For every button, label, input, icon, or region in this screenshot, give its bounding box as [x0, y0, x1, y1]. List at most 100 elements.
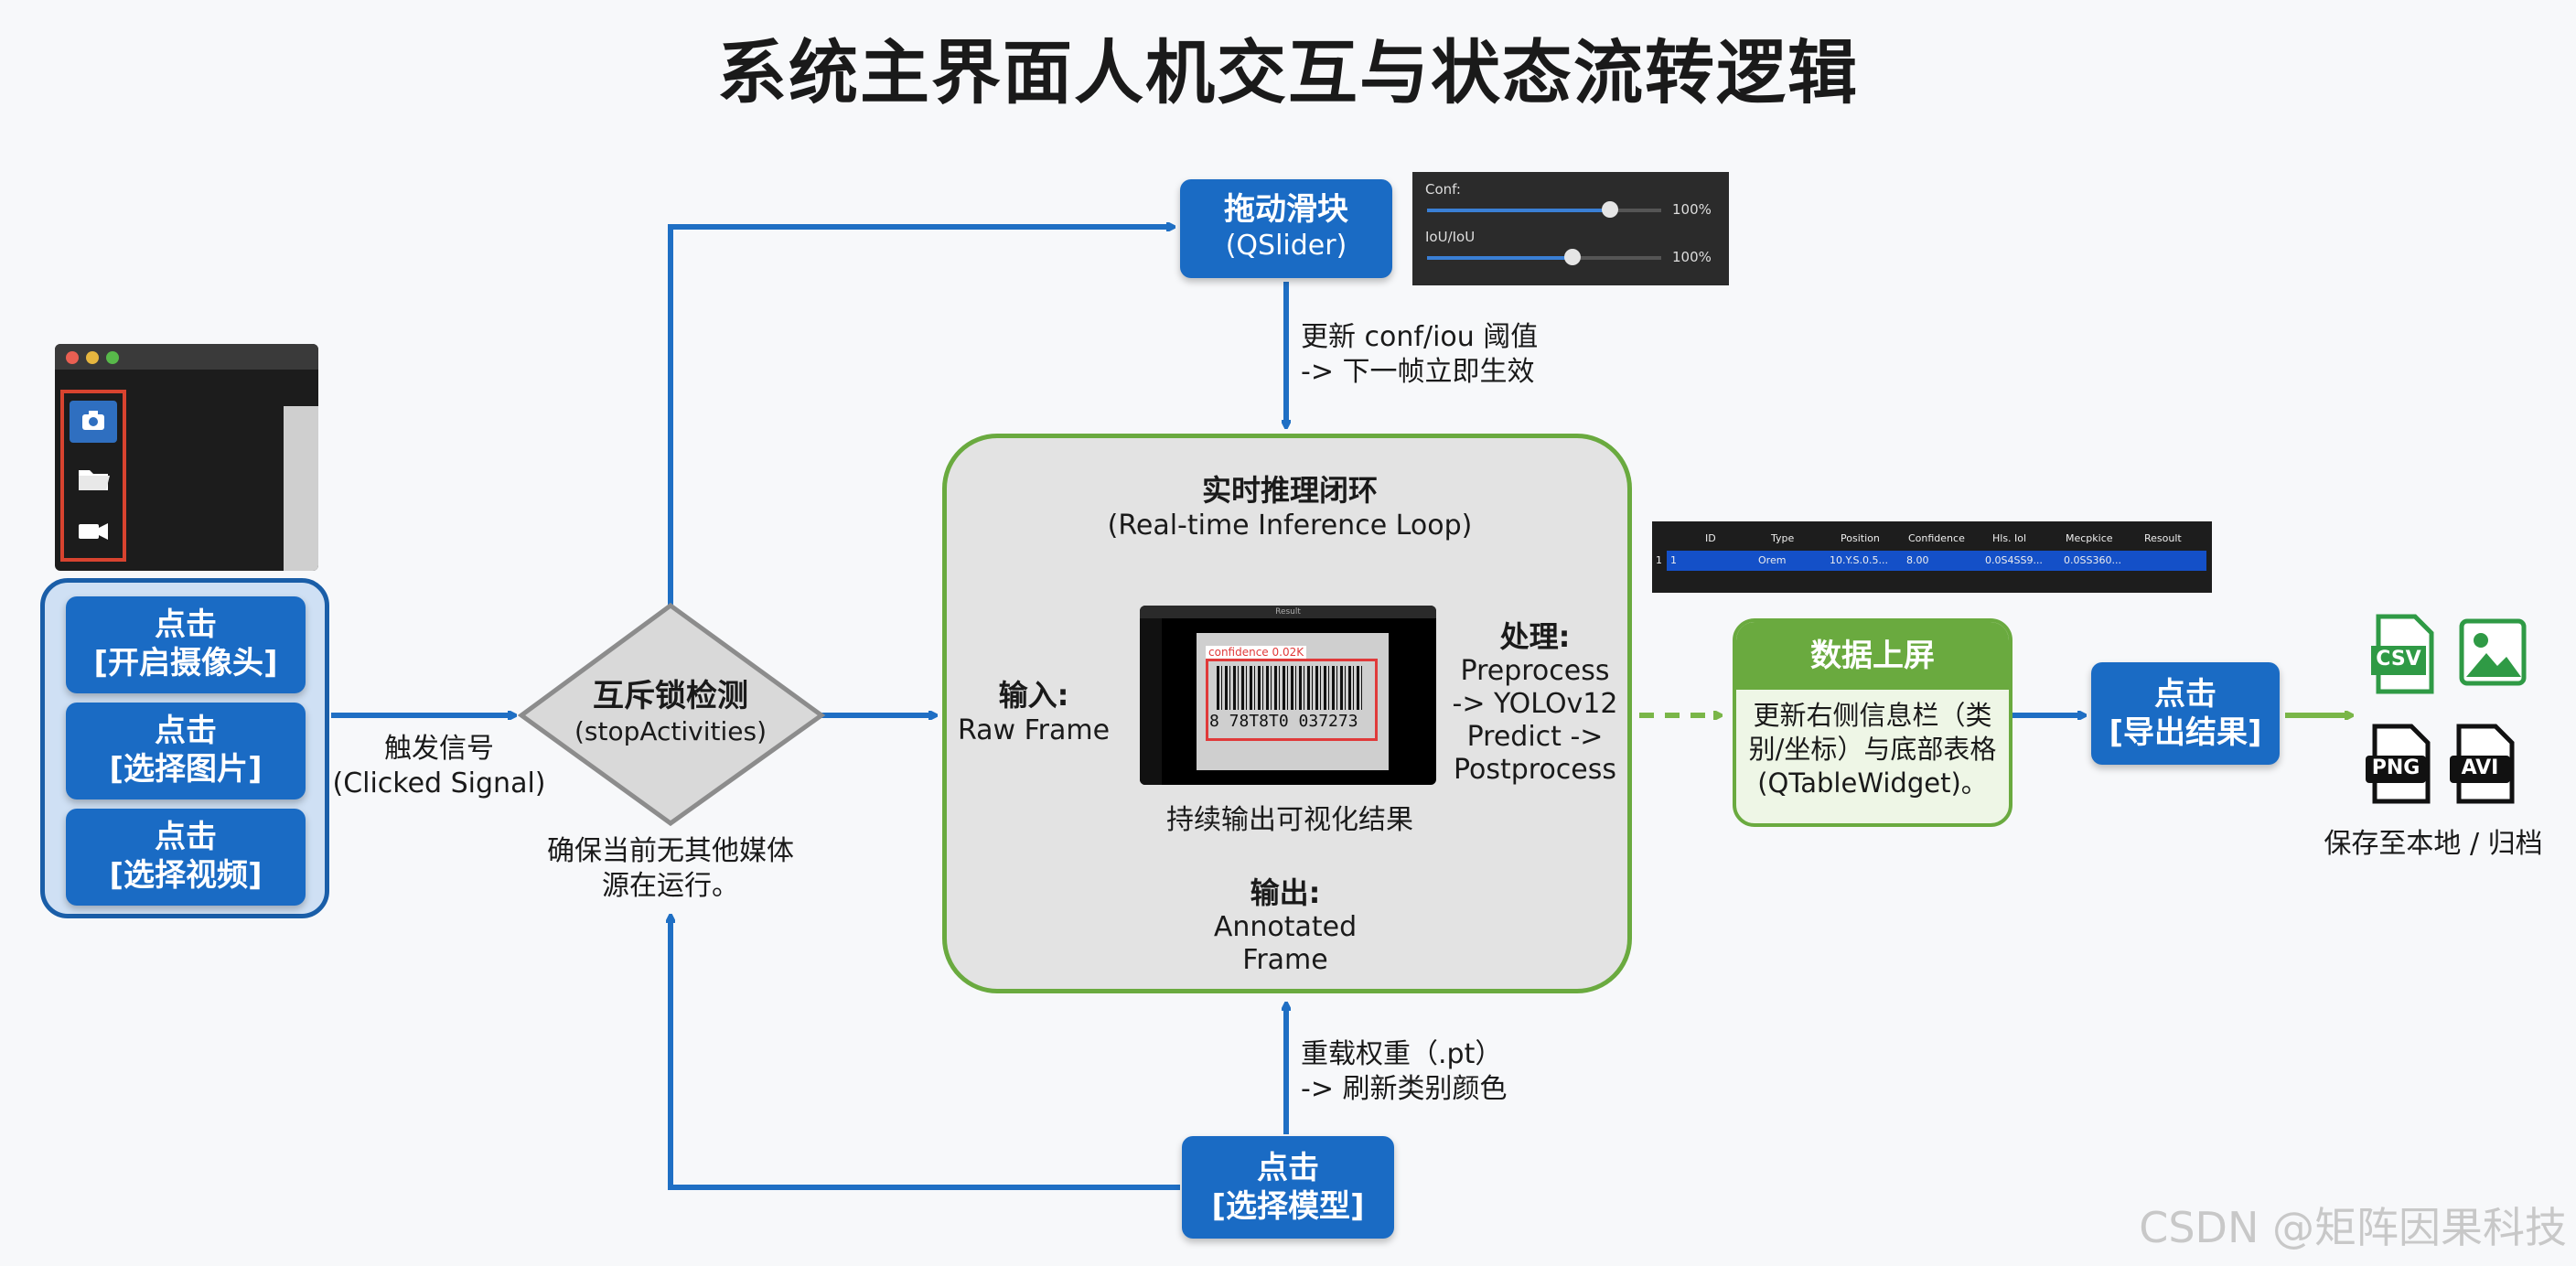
- data-display-node: 数据上屏 更新右侧信息栏（类 别/坐标）与底部表格 (QTableWidget)…: [1733, 618, 2012, 827]
- button-line: [开启摄像头]: [93, 645, 278, 681]
- data-node-body: 更新右侧信息栏（类 别/坐标）与底部表格 (QTableWidget)。: [1736, 690, 2009, 800]
- video-icon[interactable]: [70, 510, 117, 553]
- slider-node[interactable]: 拖动滑块 (QSlider): [1180, 179, 1392, 278]
- table-cell: 1: [1670, 554, 1677, 566]
- trigger-label-line: 触发信号: [384, 733, 494, 765]
- loop-sub: (Real-time Inference Loop): [1107, 510, 1473, 542]
- loop-title-block: 实时推理闭环 (Real-time Inference Loop): [1043, 472, 1537, 543]
- loop-input: 输入: Raw Frame: [951, 677, 1116, 748]
- loop-output-line: Annotated: [1213, 911, 1358, 943]
- toolbar-highlight: [60, 390, 126, 562]
- app-window-thumbnail: [55, 344, 318, 571]
- mutex-sub: (stopActivities): [574, 716, 767, 746]
- folder-icon[interactable]: [70, 457, 117, 499]
- iou-label: IoU/IoU: [1425, 229, 1476, 245]
- iou-value: 100%: [1672, 249, 1712, 265]
- table-cell: Orem: [1758, 554, 1787, 566]
- select-model-button[interactable]: 点击 [选择模型]: [1182, 1136, 1394, 1239]
- detection-label: confidence 0.02K: [1206, 646, 1307, 659]
- avi-label: AVI: [2461, 756, 2499, 779]
- zoom-dot-icon: [106, 351, 119, 364]
- iou-slider-track[interactable]: [1427, 249, 1661, 265]
- table-header: Type: [1771, 532, 1795, 544]
- page-title: 系统主界面人机交互与状态流转逻辑: [717, 32, 1859, 113]
- open-camera-button[interactable]: 点击 [开启摄像头]: [66, 596, 306, 693]
- slider-note-line: -> 下一帧立即生效: [1301, 356, 1535, 388]
- select-image-button[interactable]: 点击 [选择图片]: [66, 703, 306, 799]
- loop-input-title: 输入:: [998, 678, 1069, 713]
- mutex-text: 互斥锁检测 (stopActivities): [549, 677, 792, 748]
- csv-file-icon: CSV: [2371, 613, 2437, 695]
- data-node-title: 数据上屏: [1736, 622, 2009, 690]
- image-file-icon: [2459, 618, 2527, 686]
- table-header-row: ID Type Position Confidence Hls. Iol Mec…: [1652, 529, 2212, 549]
- close-dot-icon: [66, 351, 79, 364]
- table-header: ID: [1705, 532, 1716, 544]
- barcode-bars: [1217, 666, 1363, 710]
- preview-image: confidence 0.02K 8 78T8T0 037273: [1197, 633, 1389, 770]
- data-node-line: 别/坐标）与底部表格: [1748, 734, 1997, 765]
- detection-box: [1206, 659, 1378, 741]
- table-cell: 10.Y.S.0.5...: [1830, 554, 1888, 566]
- loop-output-line: Frame: [1242, 944, 1328, 976]
- slider-note: 更新 conf/iou 阈值 -> 下一帧立即生效: [1301, 320, 1603, 390]
- loop-process-line: -> YOLOv12: [1452, 688, 1618, 720]
- table-cell: 8.00: [1906, 554, 1929, 566]
- table-header: Resoult: [2144, 532, 2182, 544]
- preview-caption: 持续输出可视化结果: [1166, 804, 1413, 836]
- iou-slider-fill: [1427, 256, 1572, 260]
- table-preview: ID Type Position Confidence Hls. Iol Mec…: [1652, 521, 2212, 593]
- button-line: [导出结果]: [2109, 714, 2262, 751]
- table-cell: 0.0S4SS9...: [1985, 554, 2043, 566]
- mutex-note: 确保当前无其他媒体 源在运行。: [520, 834, 821, 904]
- watermark: CSDN @矩阵因果科技: [2139, 1203, 2567, 1252]
- table-header: Mecpkice: [2066, 532, 2113, 544]
- table-header: Hls. Iol: [1992, 532, 2027, 544]
- mutex-note-line: 确保当前无其他媒体: [547, 835, 794, 867]
- arrow-model-to-mutex: [671, 917, 1180, 1190]
- loop-process: 处理: Preprocess -> YOLOv12 Predict -> Pos…: [1444, 618, 1626, 787]
- loop-process-line: Predict ->: [1466, 721, 1604, 753]
- arrow-to-slider: [668, 227, 1173, 606]
- trigger-label: 触发信号 (Clicked Signal): [329, 732, 549, 801]
- data-node-line: 更新右侧信息栏（类: [1753, 700, 1992, 731]
- iou-slider-handle[interactable]: [1563, 249, 1581, 265]
- png-file-icon: PNG: [2366, 723, 2437, 807]
- window-titlebar: [55, 344, 318, 370]
- loop-process-line: Postprocess: [1453, 754, 1617, 786]
- export-results-button[interactable]: 点击 [导出结果]: [2091, 662, 2280, 765]
- button-line: 点击: [1257, 1150, 1319, 1186]
- camera-icon[interactable]: [70, 401, 117, 443]
- conf-label: Conf:: [1425, 181, 1461, 198]
- conf-slider-handle[interactable]: [1601, 201, 1618, 218]
- conf-slider-track[interactable]: [1427, 201, 1661, 218]
- button-line: [选择图片]: [109, 751, 263, 788]
- button-line: [选择模型]: [1211, 1188, 1365, 1225]
- loop-process-line: Preprocess: [1460, 655, 1610, 687]
- mutex-diamond: [517, 602, 826, 827]
- button-line: 点击: [155, 713, 217, 749]
- select-video-button[interactable]: 点击 [选择视频]: [66, 809, 306, 906]
- slider-node-title: 拖动滑块: [1224, 191, 1348, 228]
- loop-output-title: 输出:: [1250, 875, 1321, 910]
- inference-loop-box: [942, 434, 1632, 993]
- csv-label: CSV: [2376, 648, 2421, 671]
- minimize-dot-icon: [86, 351, 99, 364]
- table-header: Confidence: [1908, 532, 1965, 544]
- result-preview-window: Result confidence 0.02K 8 78T8T0 037273: [1140, 606, 1436, 785]
- loop-output: 输出: Annotated Frame: [1189, 874, 1381, 977]
- loop-title: 实时推理闭环: [1201, 473, 1378, 508]
- table-header: Position: [1841, 532, 1880, 544]
- mutex-note-line: 源在运行。: [602, 870, 739, 902]
- trigger-label-line: (Clicked Signal): [332, 767, 546, 799]
- table-row-number: 1: [1656, 554, 1662, 566]
- slider-note-line: 更新 conf/iou 阈值: [1301, 321, 1539, 353]
- button-line: 点击: [155, 819, 217, 855]
- preview-titlebar: Result: [1140, 606, 1436, 618]
- table-cell: 0.0SS360...: [2064, 554, 2121, 566]
- button-line: 点击: [2154, 676, 2216, 713]
- model-note: 重载权重（.pt） -> 刷新类别颜色: [1301, 1037, 1594, 1107]
- slider-panel-preview: Conf: 100% IoU/IoU 100%: [1412, 172, 1729, 285]
- button-line: [选择视频]: [109, 857, 263, 894]
- table-row[interactable]: 1 Orem 10.Y.S.0.5... 8.00 0.0S4SS9... 0.…: [1667, 551, 2206, 571]
